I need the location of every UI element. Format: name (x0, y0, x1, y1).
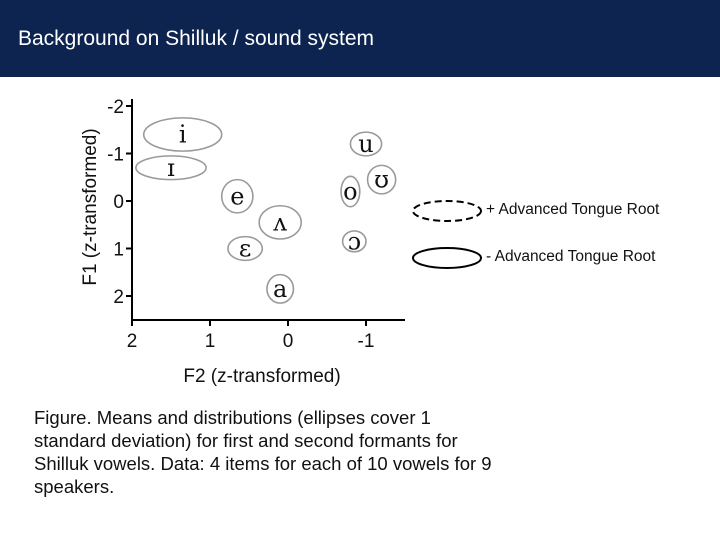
figure-caption: Figure. Means and distributions (ellipse… (34, 407, 492, 497)
title-bar: Background on Shilluk / sound system (0, 0, 720, 77)
vowel-symbol: ɔ (348, 227, 361, 255)
y-tick-label: 0 (113, 192, 124, 213)
legend-label-minus-atr: - Advanced Tongue Root (486, 248, 656, 265)
vowel-ellipse (349, 131, 383, 157)
x-tick-label: 2 (127, 331, 138, 352)
y-tick-label: 2 (113, 287, 124, 308)
legend-dashed-ellipse-icon (412, 200, 482, 222)
vowel-ellipse (340, 175, 361, 208)
legend-item-plus-atr: + Advanced Tongue Root (410, 198, 715, 224)
y-axis-title: F1 (z-transformed) (80, 128, 101, 285)
vowel-symbol: ɛ (239, 235, 251, 263)
vowel-ellipse (266, 273, 295, 304)
x-axis-title: F2 (z-transformed) (183, 366, 340, 387)
y-tick-label: -2 (107, 97, 124, 118)
vowel-symbol: o (343, 178, 357, 206)
vowel-ellipse (135, 155, 207, 181)
vowel-ellipse (227, 235, 264, 262)
x-tick-label: 0 (283, 331, 294, 352)
x-tick-label: 1 (205, 331, 216, 352)
page-title: Background on Shilluk / sound system (18, 27, 375, 50)
vowel-symbol: u (358, 130, 373, 158)
vowel-symbol: ʌ (272, 208, 287, 236)
vowel-symbol: ʊ (374, 166, 389, 194)
vowel-ellipse (341, 230, 367, 253)
legend-item-minus-atr: - Advanced Tongue Root (410, 245, 715, 271)
y-tick-label: -1 (107, 145, 124, 166)
vowel-symbol: ɪ (167, 154, 175, 182)
x-tick-label: -1 (358, 331, 375, 352)
vowel-ellipse (366, 164, 397, 195)
vowel-ellipse (258, 204, 303, 240)
vowel-symbol: i (179, 121, 187, 149)
y-tick-label: 1 (113, 240, 124, 261)
vowel-symbol: a (273, 275, 287, 303)
vowel-formant-chart: -2 -1 0 1 2 2 1 0 -1 F2 (z-transformed) F1 (z-tran… (80, 97, 405, 387)
legend-solid-ellipse-icon (412, 247, 482, 269)
legend-label-plus-atr: + Advanced Tongue Root (486, 201, 660, 218)
vowel-ellipse (142, 117, 223, 152)
vowel-symbol: e (230, 182, 244, 210)
vowel-ellipse (220, 178, 254, 214)
